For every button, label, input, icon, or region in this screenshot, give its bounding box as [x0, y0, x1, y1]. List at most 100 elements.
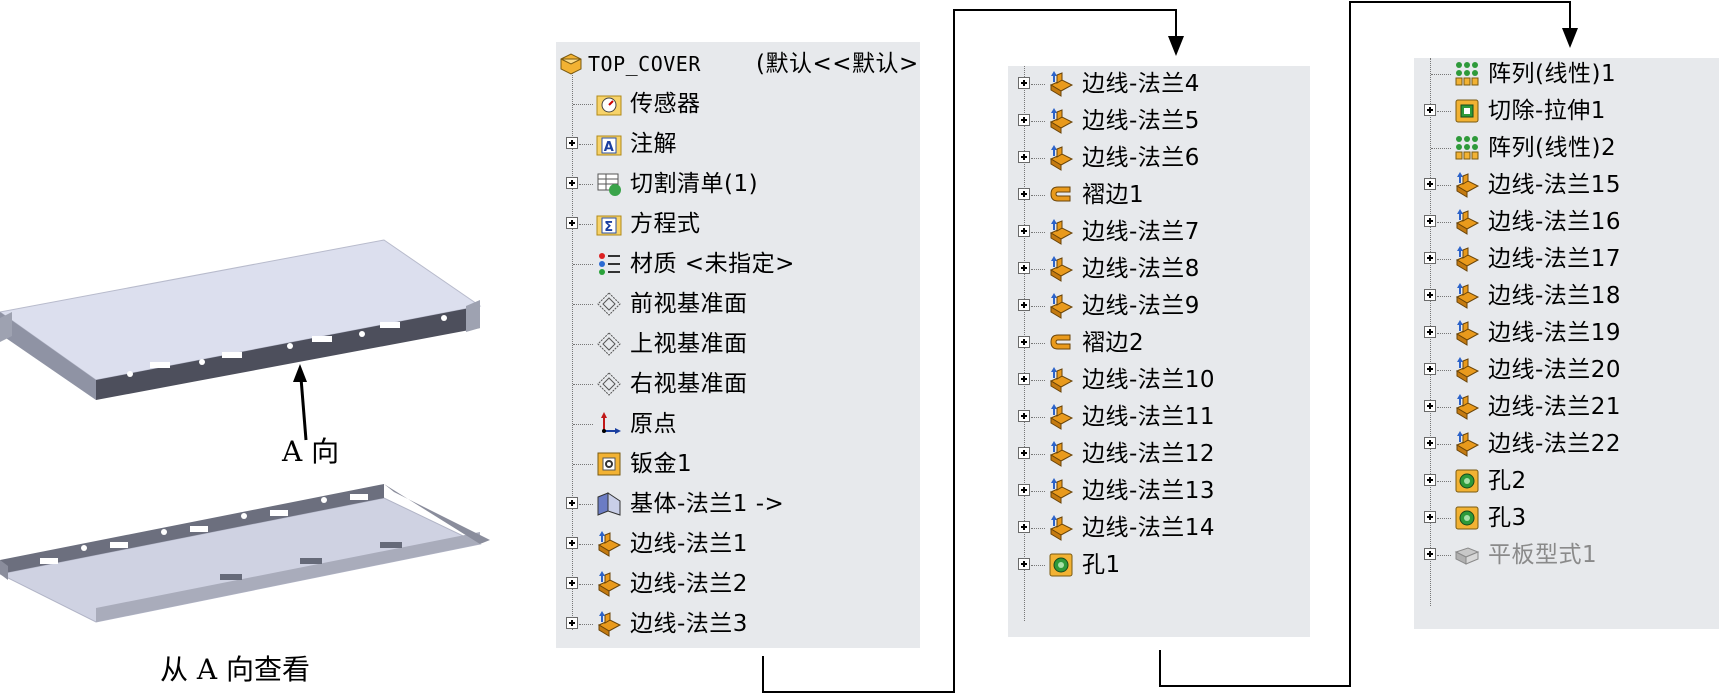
- expand-icon[interactable]: [566, 137, 578, 149]
- tree-item[interactable]: 边线-法兰17: [1414, 239, 1714, 279]
- tree-item[interactable]: 边线-法兰16: [1414, 202, 1714, 242]
- expand-icon[interactable]: [566, 177, 578, 189]
- expand-icon[interactable]: [1424, 289, 1436, 301]
- expand-icon[interactable]: [1424, 252, 1436, 264]
- expand-icon[interactable]: [1424, 400, 1436, 412]
- expand-icon[interactable]: [1424, 326, 1436, 338]
- expand-icon[interactable]: [1018, 336, 1030, 348]
- tree-item[interactable]: 边线-法兰14: [1008, 508, 1308, 548]
- tree-item[interactable]: 平板型式1: [1414, 535, 1714, 575]
- tree-item-edge-flange[interactable]: 边线-法兰2: [556, 564, 920, 604]
- expand-icon[interactable]: [1424, 215, 1436, 227]
- part-icon: [560, 53, 582, 75]
- cover-underside-view: [0, 484, 490, 623]
- expand-icon[interactable]: [566, 497, 578, 509]
- tree-item[interactable]: 切除-拉伸1: [1414, 91, 1714, 131]
- edge-flange-icon: [1049, 219, 1074, 245]
- expand-icon[interactable]: [1424, 363, 1436, 375]
- expand-icon[interactable]: [1018, 484, 1030, 496]
- tree-item[interactable]: 孔1: [1008, 545, 1308, 585]
- expand-icon[interactable]: [1424, 178, 1436, 190]
- tree-item[interactable]: TOP_COVER (默认<<默认>: [556, 44, 920, 84]
- tree-item[interactable]: 边线-法兰15: [1414, 165, 1714, 205]
- expand-icon[interactable]: [1424, 548, 1436, 560]
- tree-item[interactable]: 阵列(线性)2: [1414, 128, 1714, 168]
- feature-tree-panel-1[interactable]: TOP_COVER (默认<<默认> 传感器 A 注解 切割清单(1): [556, 42, 920, 648]
- cut-extrude-icon: [1455, 99, 1479, 123]
- tree-item[interactable]: 边线-法兰4: [1008, 66, 1308, 104]
- edge-flange-icon: [1455, 283, 1480, 309]
- flat-pattern-icon: [1454, 547, 1480, 565]
- tree-item[interactable]: 孔3: [1414, 498, 1714, 538]
- expand-icon[interactable]: [566, 617, 578, 629]
- feature-tree-panel-3[interactable]: 阵列(线性)1 切除-拉伸1 阵列(线性)2 边线-法兰15 边线-法兰16 边…: [1414, 58, 1719, 629]
- tree-item[interactable]: 边线-法兰20: [1414, 350, 1714, 390]
- expand-icon[interactable]: [566, 217, 578, 229]
- sensor-folder-icon: [596, 95, 622, 116]
- expand-icon[interactable]: [566, 537, 578, 549]
- edge-flange-icon: [1049, 71, 1074, 97]
- tree-item[interactable]: 边线-法兰13: [1008, 471, 1308, 511]
- tree-item[interactable]: 边线-法兰19: [1414, 313, 1714, 353]
- expand-icon[interactable]: [1018, 521, 1030, 533]
- expand-icon[interactable]: [1018, 114, 1030, 126]
- tree-item-origin[interactable]: 原点: [556, 404, 920, 444]
- expand-icon[interactable]: [1424, 104, 1436, 116]
- tree-item[interactable]: 孔2: [1414, 461, 1714, 501]
- tree-item[interactable]: 边线-法兰11: [1008, 397, 1308, 437]
- equation-folder-icon: Σ: [596, 215, 622, 236]
- annotation-folder-icon: A: [596, 135, 622, 156]
- tree-item-sheet-metal[interactable]: 钣金1: [556, 444, 920, 484]
- tree-item-annotations[interactable]: A 注解: [556, 124, 920, 164]
- tree-item-equations[interactable]: Σ 方程式: [556, 204, 920, 244]
- tree-item-edge-flange[interactable]: 边线-法兰1: [556, 524, 920, 564]
- plane-icon: [597, 292, 621, 316]
- expand-icon[interactable]: [1424, 437, 1436, 449]
- edge-flange-icon: [1455, 431, 1480, 457]
- edge-flange-icon: [597, 571, 622, 597]
- expand-icon[interactable]: [1018, 151, 1030, 163]
- tree-item-base-flange[interactable]: 基体-法兰1 ->: [556, 484, 920, 524]
- tree-item-right-plane[interactable]: 右视基准面: [556, 364, 920, 404]
- tree-item-top-plane[interactable]: 上视基准面: [556, 324, 920, 364]
- tree-item-sensors[interactable]: 传感器: [556, 84, 920, 124]
- tree-item[interactable]: 边线-法兰18: [1414, 276, 1714, 316]
- tree-item[interactable]: 边线-法兰8: [1008, 249, 1308, 289]
- expand-icon[interactable]: [1018, 447, 1030, 459]
- tree-item[interactable]: 褶边2: [1008, 323, 1308, 363]
- expand-icon[interactable]: [1018, 262, 1030, 274]
- tree-item-edge-flange[interactable]: 边线-法兰3: [556, 604, 920, 644]
- tree-item[interactable]: 边线-法兰12: [1008, 434, 1308, 474]
- expand-icon[interactable]: [1018, 188, 1030, 200]
- tree-item[interactable]: 边线-法兰7: [1008, 212, 1308, 252]
- expand-icon[interactable]: [1018, 299, 1030, 311]
- tree-item[interactable]: 边线-法兰5: [1008, 101, 1308, 141]
- edge-flange-icon: [1049, 256, 1074, 282]
- view-caption: 从 A 向查看: [160, 653, 311, 686]
- tree-item[interactable]: 边线-法兰22: [1414, 424, 1714, 464]
- tree-item-material[interactable]: 材质 <未指定>: [556, 244, 920, 284]
- tree-item[interactable]: 边线-法兰10: [1008, 360, 1308, 400]
- expand-icon[interactable]: [1018, 558, 1030, 570]
- base-flange-icon: [597, 492, 621, 516]
- expand-icon[interactable]: [1018, 373, 1030, 385]
- expand-icon[interactable]: [566, 577, 578, 589]
- tree-item-cut-list[interactable]: 切割清单(1): [556, 164, 920, 204]
- feature-tree-panel-2[interactable]: 边线-法兰4 边线-法兰5 边线-法兰6 褶边1 边线-法兰7 边线-法兰8 边…: [1008, 66, 1310, 637]
- sheet-metal-icon: [597, 452, 621, 476]
- hem-icon: [1050, 334, 1071, 350]
- tree-item[interactable]: 褶边1: [1008, 175, 1308, 215]
- tree-item[interactable]: 边线-法兰9: [1008, 286, 1308, 326]
- expand-icon[interactable]: [1424, 474, 1436, 486]
- expand-icon[interactable]: [1424, 511, 1436, 523]
- expand-icon[interactable]: [1018, 410, 1030, 422]
- tree-item[interactable]: 阵列(线性)1: [1414, 58, 1714, 94]
- expand-icon[interactable]: [1018, 225, 1030, 237]
- edge-flange-icon: [1455, 246, 1480, 272]
- tree-item[interactable]: 边线-法兰6: [1008, 138, 1308, 178]
- expand-icon[interactable]: [1018, 77, 1030, 89]
- tree-item-front-plane[interactable]: 前视基准面: [556, 284, 920, 324]
- tree-item[interactable]: 边线-法兰21: [1414, 387, 1714, 427]
- edge-flange-icon: [597, 531, 622, 557]
